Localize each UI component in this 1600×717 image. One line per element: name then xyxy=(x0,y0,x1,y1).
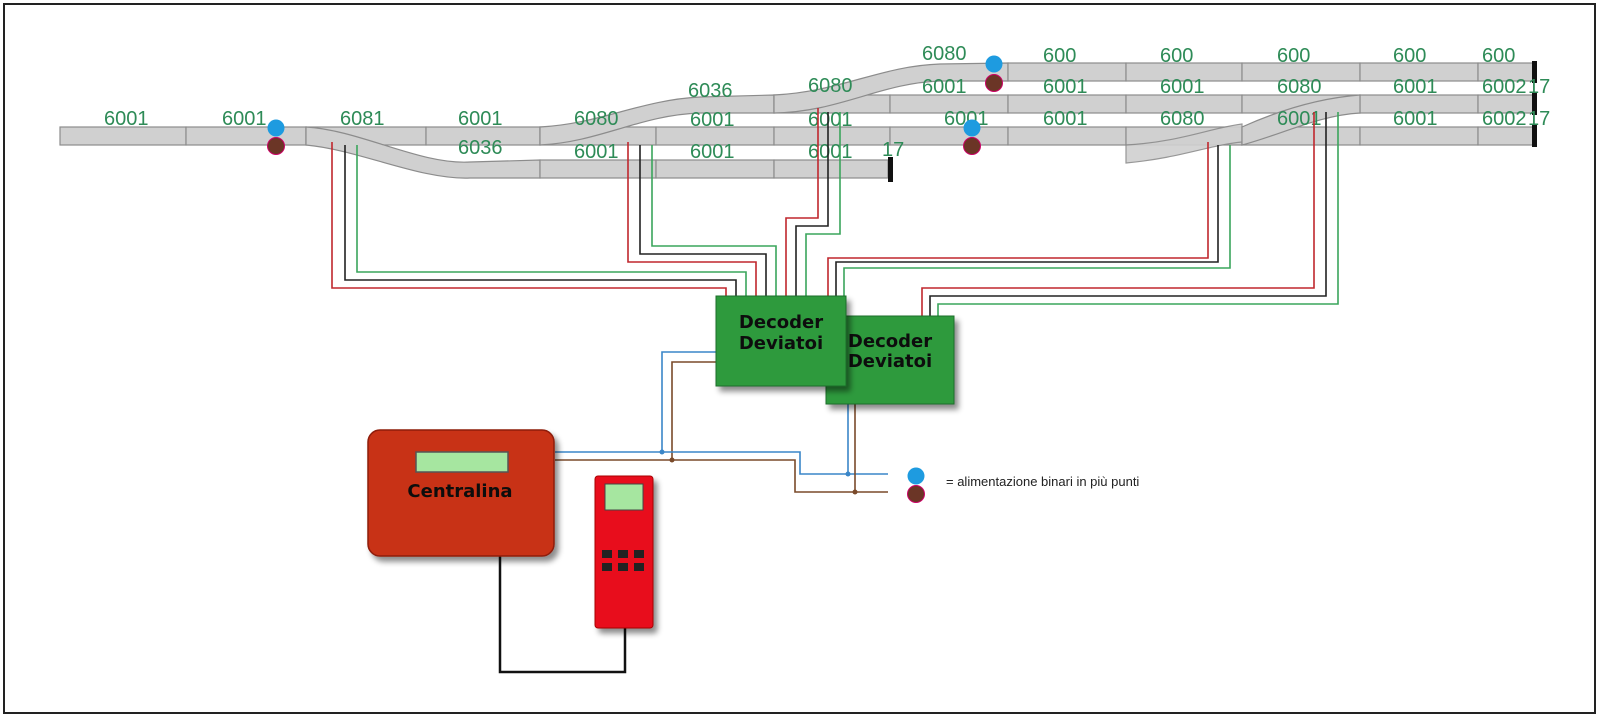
track-label: 6080 xyxy=(1160,108,1205,130)
track-label: 6001 xyxy=(222,108,267,130)
wire-green xyxy=(843,145,1231,316)
decoder-1: Decoder Deviatoi xyxy=(715,295,847,387)
track-label: 6001 xyxy=(690,141,735,163)
wire-brown xyxy=(672,459,888,493)
decoder-label: Deviatoi xyxy=(739,333,823,354)
handheld-keypad xyxy=(602,550,644,571)
legend-text: = alimentazione binari in più punti xyxy=(946,474,1139,489)
track-label: 6036 xyxy=(458,137,503,159)
wire-black xyxy=(835,145,1219,316)
decoder-label: Deviatoi xyxy=(848,351,932,372)
track-label: 6080 xyxy=(1277,76,1322,98)
buffer-stops xyxy=(888,61,1537,182)
wire-red xyxy=(785,108,819,298)
wire-black xyxy=(344,145,737,298)
central-unit: Centralina xyxy=(367,429,555,557)
wire-red xyxy=(827,142,1209,316)
wire-green xyxy=(805,112,841,298)
keypad-key xyxy=(618,563,628,571)
keypad-key xyxy=(602,563,612,571)
wire-black xyxy=(929,112,1327,316)
track-label: 6001 xyxy=(808,141,853,163)
wire-blue xyxy=(662,451,888,475)
wiring xyxy=(331,108,1339,674)
track-label: 600 xyxy=(1277,45,1310,67)
buffer-stop xyxy=(888,157,893,182)
wire-green xyxy=(937,112,1339,316)
buffer-stop xyxy=(1532,125,1537,147)
track-label: 17 xyxy=(1528,76,1550,98)
track-curve xyxy=(1241,94,1361,146)
feeder-brown-dot xyxy=(963,137,981,155)
legend-blue-icon xyxy=(907,467,925,485)
buffer-stop xyxy=(1532,61,1537,83)
feeders xyxy=(267,55,1003,155)
legend-brown-icon xyxy=(907,485,925,503)
track-label: 6080 xyxy=(808,75,853,97)
feeder-brown-dot xyxy=(267,137,285,155)
track-label: 6002 xyxy=(1482,108,1527,130)
track-layout xyxy=(59,62,1535,179)
central-unit-display xyxy=(415,451,509,473)
handheld-controller xyxy=(594,475,654,629)
track-label: 6080 xyxy=(922,43,967,65)
junction-dot xyxy=(659,449,665,455)
wire-green xyxy=(651,145,777,298)
decoder-2: Decoder Deviatoi xyxy=(825,315,955,405)
track-label: 6001 xyxy=(104,108,149,130)
decoder-box xyxy=(825,315,955,405)
junction-dot xyxy=(669,457,675,463)
track-label: 17 xyxy=(1528,108,1550,130)
wire-red xyxy=(627,142,757,298)
wire-blue xyxy=(555,351,718,453)
wire-black xyxy=(639,145,767,298)
wire-red xyxy=(921,112,1315,316)
track-label: 6001 xyxy=(1277,108,1322,130)
track-label: 6001 xyxy=(922,76,967,98)
legend: = alimentazione binari in più punti xyxy=(907,467,1139,503)
handheld-display xyxy=(604,483,644,511)
track-label: 6080 xyxy=(574,108,619,130)
track-label: 6001 xyxy=(1043,76,1088,98)
track-label: 6001 xyxy=(1160,76,1205,98)
wire-green xyxy=(356,145,747,298)
wire-brown xyxy=(555,361,718,461)
keypad-key xyxy=(618,550,628,558)
track-label: 6036 xyxy=(688,80,733,102)
track-label: 17 xyxy=(882,139,904,161)
junction-dot xyxy=(852,489,858,495)
track-label: 600 xyxy=(1482,45,1515,67)
track-label: 6001 xyxy=(808,109,853,131)
keypad-key xyxy=(634,563,644,571)
track-label: 6001 xyxy=(1393,108,1438,130)
track-label: 600 xyxy=(1160,45,1193,67)
track-labels: 6001 6001 6081 6001 6036 6080 6036 6001 … xyxy=(104,43,1550,163)
buffer-stop xyxy=(1532,93,1537,115)
central-unit-label: Centralina xyxy=(407,481,512,502)
feeder-blue-dot xyxy=(985,55,1003,73)
junction-dot xyxy=(845,471,851,477)
track-label: 600 xyxy=(1043,45,1076,67)
feeder-blue-dot xyxy=(963,119,981,137)
track-label: 6001 xyxy=(574,141,619,163)
decoder-label: Decoder xyxy=(848,331,932,352)
keypad-key xyxy=(602,550,612,558)
feeder-blue-dot xyxy=(267,119,285,137)
decoder-box xyxy=(715,295,847,387)
wire-red xyxy=(331,142,727,298)
track-label: 600 xyxy=(1393,45,1426,67)
track-label: 6001 xyxy=(458,108,503,130)
feeder-brown-dot xyxy=(985,74,1003,92)
track-label: 6081 xyxy=(340,108,385,130)
junctions xyxy=(659,449,858,495)
keypad-key xyxy=(634,550,644,558)
track-label: 6001 xyxy=(1043,108,1088,130)
track-label: 6002 xyxy=(1482,76,1527,98)
wire-handheld-cable xyxy=(498,556,627,674)
track-label: 6001 xyxy=(1393,76,1438,98)
track-label: 6001 xyxy=(690,109,735,131)
wire-black xyxy=(795,112,829,298)
decoder-label: Decoder xyxy=(739,312,823,333)
